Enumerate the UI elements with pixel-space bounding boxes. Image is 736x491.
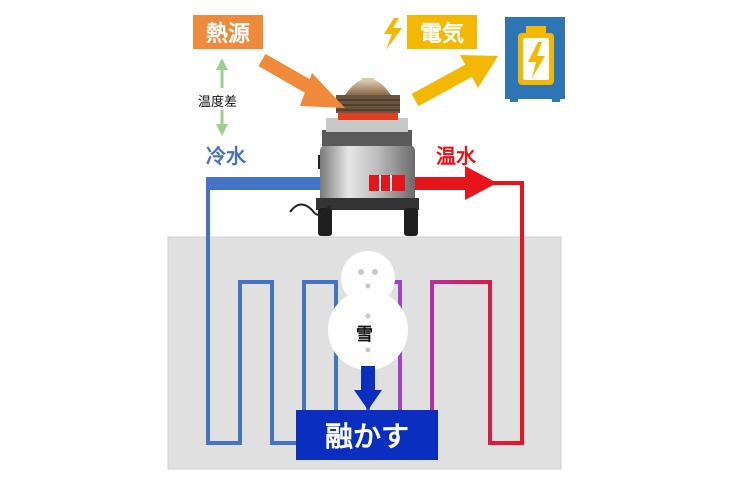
melt-arrow-head [354, 390, 382, 410]
electric-arrow-shaft [411, 63, 474, 107]
heat-source-label: 熱源 [193, 15, 263, 49]
melt-arrow-shaft [361, 366, 375, 394]
temp-diff-label: 温度差 [198, 95, 238, 110]
battery-charging-icon [505, 17, 565, 102]
electricity-label: 電気 [407, 15, 477, 49]
temp-diff-arrow [216, 58, 228, 136]
snowman-icon [328, 251, 408, 370]
electric-arrow-head [460, 55, 498, 88]
lightning-icon [384, 18, 402, 50]
heat-arrow-head [300, 73, 345, 108]
cold-inlet-pipe [206, 177, 356, 190]
hot-arrow-head [465, 166, 497, 200]
cold-water-label: 冷水 [206, 144, 246, 168]
hot-band [369, 175, 405, 191]
melt-label: 融かす [296, 410, 438, 460]
snow-label: 雪 [356, 325, 373, 345]
hot-water-label: 温水 [436, 144, 476, 168]
